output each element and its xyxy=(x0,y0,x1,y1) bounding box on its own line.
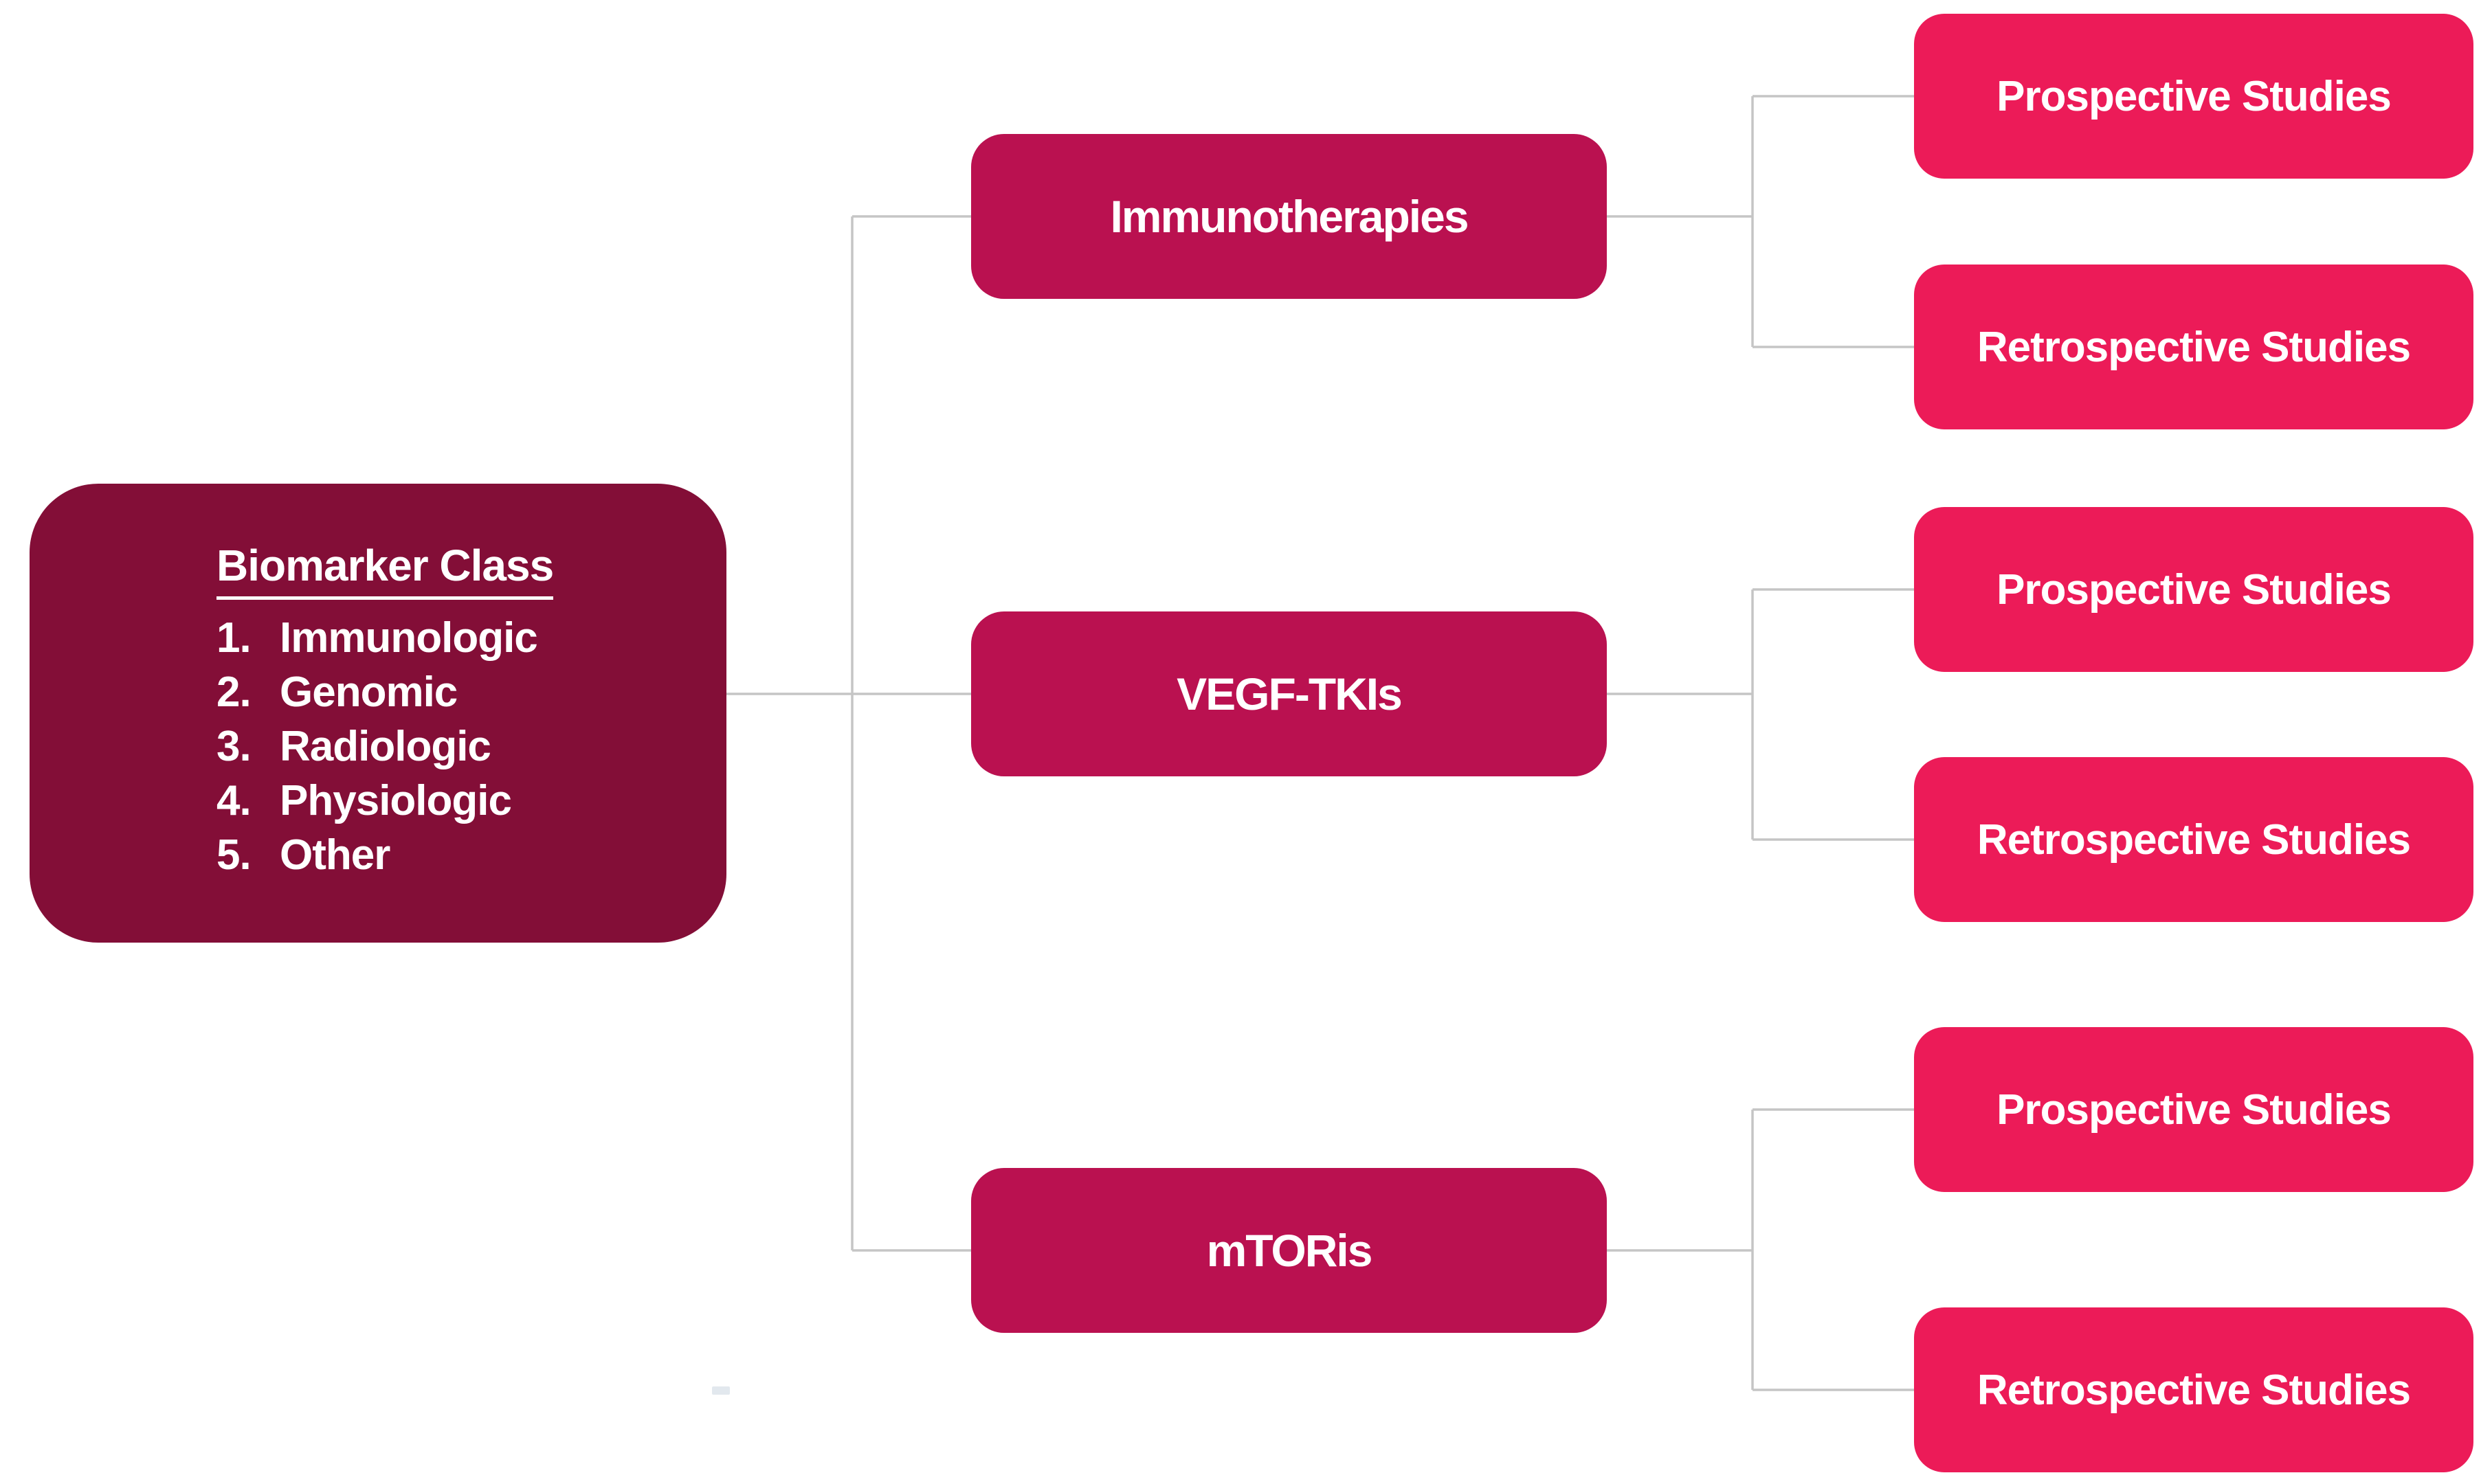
branch-node-immunotherapies: Immunotherapies xyxy=(971,134,1607,299)
list-item-label: Genomic xyxy=(280,668,458,716)
leaf-node-vegf-tkis-retrospective: Retrospective Studies xyxy=(1914,757,2473,922)
leaf-node-vegf-tkis-prospective: Prospective Studies xyxy=(1914,507,2473,672)
list-item: 4. Physiologic xyxy=(216,774,553,828)
root-node-biomarker-class: Biomarker Class 1. Immunologic 2. Genomi… xyxy=(30,484,726,943)
list-item-number: 5. xyxy=(216,831,252,879)
list-item-number: 1. xyxy=(216,614,252,662)
leaf-node-label: Prospective Studies xyxy=(1996,72,2392,120)
leaf-node-mtoris-retrospective: Retrospective Studies xyxy=(1914,1307,2473,1472)
leaf-node-label: Retrospective Studies xyxy=(1977,1366,2411,1414)
list-item-label: Radiologic xyxy=(280,723,491,770)
branch-node-mtoris: mTORis xyxy=(971,1168,1607,1333)
root-title: Biomarker Class xyxy=(216,540,554,600)
list-item: 5. Other xyxy=(216,828,553,882)
list-item-number: 3. xyxy=(216,723,252,770)
list-item-label: Immunologic xyxy=(280,614,538,662)
leaf-node-immunotherapies-retrospective: Retrospective Studies xyxy=(1914,265,2473,429)
leaf-node-immunotherapies-prospective: Prospective Studies xyxy=(1914,14,2473,179)
leaf-node-label: Retrospective Studies xyxy=(1977,323,2411,371)
list-item-number: 4. xyxy=(216,777,252,824)
leaf-node-label: Prospective Studies xyxy=(1996,1086,2392,1134)
root-node-content: Biomarker Class 1. Immunologic 2. Genomi… xyxy=(216,540,554,882)
branch-node-label: VEGF-TKIs xyxy=(1177,668,1403,719)
biomarker-class-list: 1. Immunologic 2. Genomic 3. Radiologic … xyxy=(216,611,553,882)
list-item-label: Physiologic xyxy=(280,777,512,824)
leaf-node-mtoris-prospective: Prospective Studies xyxy=(1914,1027,2473,1192)
artifact-dot xyxy=(712,1386,730,1395)
leaf-node-label: Retrospective Studies xyxy=(1977,816,2411,864)
branch-node-label: mTORis xyxy=(1206,1225,1373,1276)
list-item: 2. Genomic xyxy=(216,665,553,719)
leaf-node-label: Prospective Studies xyxy=(1996,565,2392,614)
list-item: 1. Immunologic xyxy=(216,611,553,665)
list-item-number: 2. xyxy=(216,668,252,716)
branch-node-vegf-tkis: VEGF-TKIs xyxy=(971,611,1607,776)
list-item: 3. Radiologic xyxy=(216,719,553,774)
list-item-label: Other xyxy=(280,831,390,879)
branch-node-label: Immunotherapies xyxy=(1110,191,1469,242)
